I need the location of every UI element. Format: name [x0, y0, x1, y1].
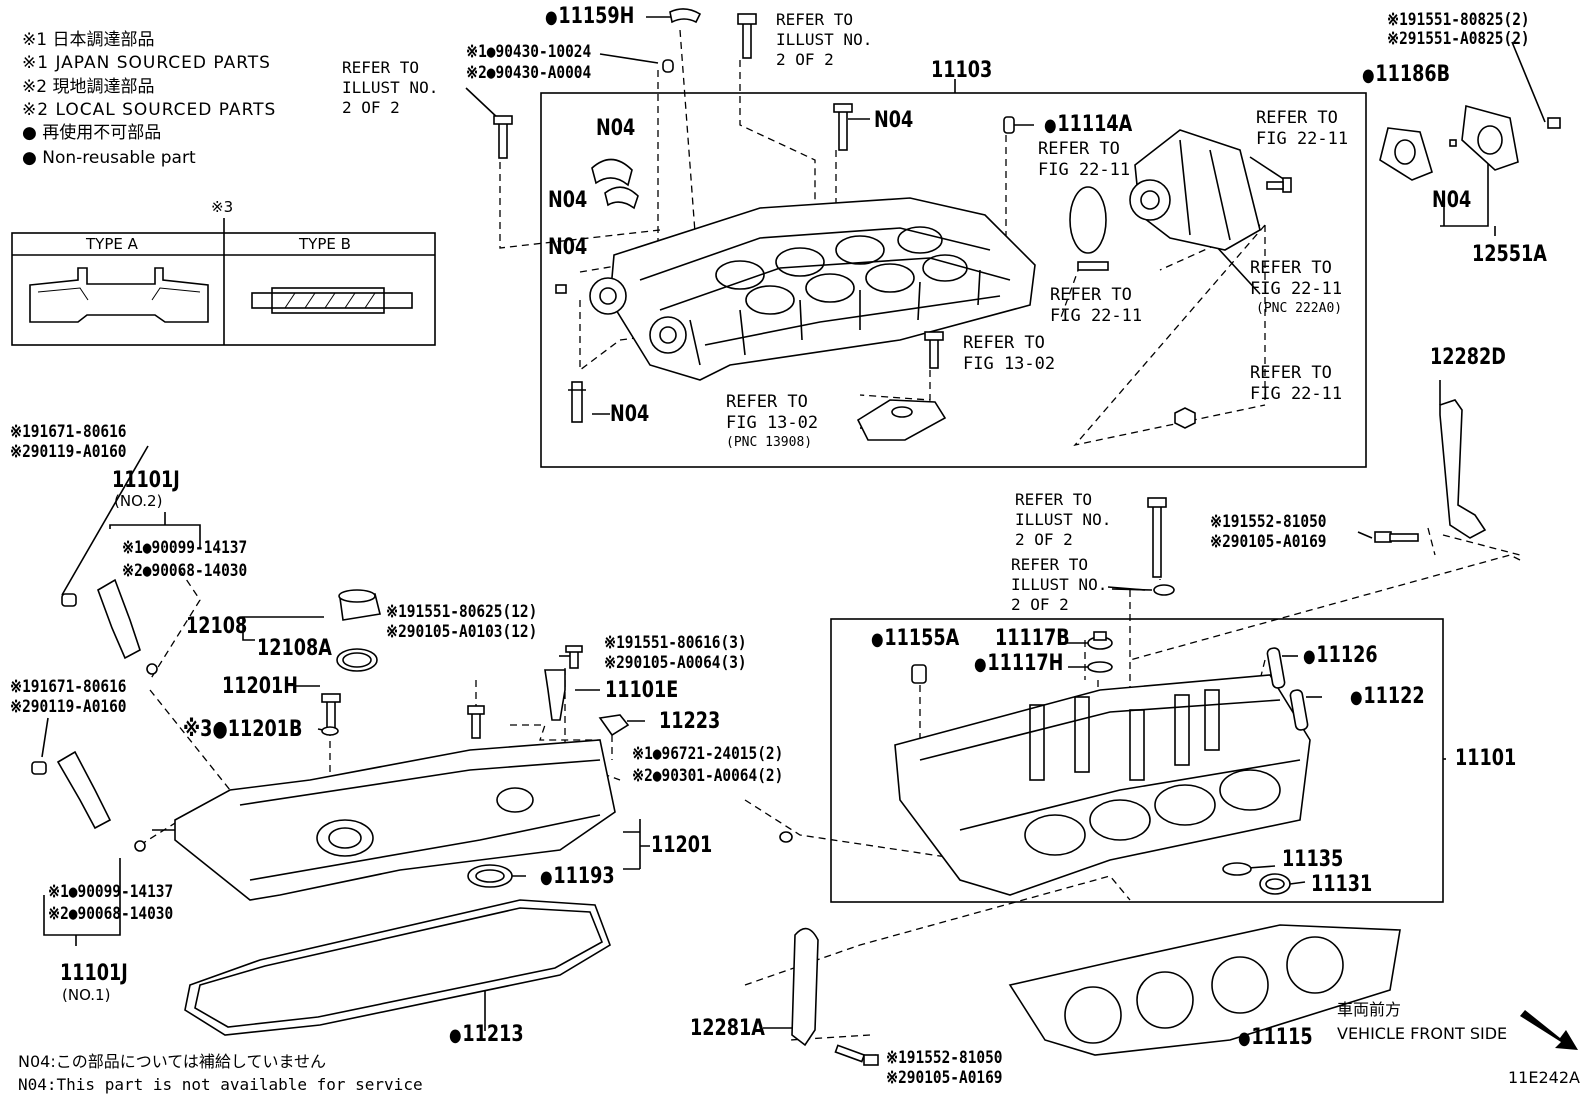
part-12281A[interactable]: 12281A [690, 1016, 765, 1041]
cylinder-head-drawing [791, 399, 1487, 1066]
refer-illust-top: REFER TO ILLUST NO. 2 OF 2 [776, 10, 873, 69]
refer-illust-mid-1: REFER TO ILLUST NO. 2 OF 2 [1015, 490, 1112, 549]
part-90105-A0064[interactable]: ※290105-A0064(3) [604, 653, 747, 673]
n04-label-halfshell-2: N04 [548, 188, 588, 213]
part-91552-81050-a[interactable]: ※191552-81050 [1210, 512, 1327, 532]
type-b-label: TYPE B [299, 235, 351, 253]
part-11114A[interactable]: 11114A [1044, 114, 1132, 136]
part-11159H[interactable]: 11159H [545, 6, 634, 28]
part-11201H[interactable]: 11201H [222, 674, 298, 699]
part-96721-24015[interactable]: ※1●96721-24015(2) [632, 744, 784, 764]
part-91551-A0825[interactable]: ※291551-A0825(2) [1387, 29, 1530, 49]
part-11115[interactable]: 11115 [1238, 1027, 1312, 1049]
part-12282D[interactable]: 12282D [1430, 345, 1506, 370]
part-11186B[interactable]: 11186B [1362, 64, 1450, 86]
part-11201B[interactable]: ※3●11201B [183, 717, 303, 742]
vehicle-front-en: VEHICLE FRONT SIDE [1337, 1024, 1508, 1043]
vehicle-front-arrow-icon [1520, 1010, 1578, 1050]
part-11201[interactable]: 11201 [651, 833, 713, 858]
part-11135[interactable]: 11135 [1282, 847, 1344, 872]
refer-fig-22-11-d: REFER TO FIG 22-11 [1250, 258, 1343, 299]
part-11213[interactable]: 11213 [449, 1024, 523, 1046]
refer-fig-13-02-b: REFER TO FIG 13-02 [726, 392, 819, 433]
part-90430-A0004[interactable]: ※2●90430-A0004 [466, 63, 592, 83]
part-11155A[interactable]: 11155A [871, 628, 959, 650]
part-11103[interactable]: 11103 [931, 58, 993, 83]
part-90099-14137-b[interactable]: ※1●90099-14137 [48, 882, 174, 902]
part-11101[interactable]: 11101 [1455, 746, 1517, 771]
pnc-222a0: (PNC 222A0) [1256, 301, 1343, 316]
part-90068-14030-a[interactable]: ※2●90068-14030 [122, 561, 248, 581]
box-11101 [830, 618, 1444, 903]
part-91671-80616-a[interactable]: ※191671-80616 [10, 422, 127, 442]
footnote-en: N04:This part is not available for servi… [18, 1075, 423, 1094]
part-90105-A0103[interactable]: ※290105-A0103(12) [386, 622, 538, 642]
refer-fig-22-11-a: REFER TO FIG 22-11 [1038, 139, 1131, 180]
part-90099-14137-a[interactable]: ※1●90099-14137 [122, 538, 248, 558]
n04-label-pin: N04 [548, 235, 588, 260]
figure-code: 11E242A [1508, 1068, 1580, 1087]
n04-label-dowel: N04 [610, 402, 650, 427]
part-91551-80625[interactable]: ※191551-80625(12) [386, 602, 538, 622]
no2-label: (NO.2) [114, 492, 163, 510]
pnc-13908: (PNC 13908) [726, 435, 813, 450]
refer-illust-left: REFER TO ILLUST NO. 2 OF 2 [342, 58, 439, 117]
part-90119-A0160-b[interactable]: ※290119-A0160 [10, 697, 127, 717]
part-11101J-no1[interactable]: 11101J [60, 961, 128, 986]
part-11101E[interactable]: 11101E [605, 678, 679, 703]
legend-line-2: ※1 JAPAN SOURCED PARTS [22, 53, 271, 73]
part-11126[interactable]: 11126 [1303, 645, 1377, 667]
cylinder-head-cover-drawing [31, 578, 793, 1036]
legend-line-6: ● Non-reusable part [22, 148, 196, 168]
refer-fig-13-02-a: REFER TO FIG 13-02 [963, 333, 1056, 374]
part-12108A[interactable]: 12108A [257, 636, 332, 661]
part-91552-81050-b[interactable]: ※191552-81050 [886, 1048, 1003, 1068]
vehicle-front-jp: 車両前方 [1337, 1000, 1402, 1019]
refer-fig-22-11-b: REFER TO FIG 22-11 [1256, 108, 1349, 149]
part-90068-14030-b[interactable]: ※2●90068-14030 [48, 904, 174, 924]
part-90301-A0064[interactable]: ※2●90301-A0064(2) [632, 766, 784, 786]
box-11103 [540, 92, 1367, 468]
camshaft-housing-drawing [493, 8, 1561, 441]
n04-label-halfshell: N04 [596, 116, 636, 141]
no1-label: (NO.1) [62, 986, 111, 1004]
legend-line-5: ● 再使用不可部品 [22, 123, 162, 143]
part-12108[interactable]: 12108 [186, 614, 248, 639]
refer-fig-22-11-e: REFER TO FIG 22-11 [1250, 363, 1343, 404]
part-91551-80616[interactable]: ※191551-80616(3) [604, 633, 747, 653]
part-11131[interactable]: 11131 [1311, 872, 1373, 897]
n04-label-pin-right: N04 [1432, 188, 1472, 213]
part-90105-A0169-a[interactable]: ※290105-A0169 [1210, 532, 1327, 552]
part-11193[interactable]: 11193 [540, 866, 614, 888]
part-90119-A0160-a[interactable]: ※290119-A0160 [10, 442, 127, 462]
part-11117B[interactable]: 11117B [995, 626, 1070, 651]
legend-line-1: ※1 日本調達部品 [22, 30, 155, 50]
footnote-jp: N04:この部品については補給していません [18, 1052, 326, 1071]
part-91671-80616-b[interactable]: ※191671-80616 [10, 677, 127, 697]
part-90105-A0169-b[interactable]: ※290105-A0169 [886, 1068, 1003, 1088]
part-91551-80825[interactable]: ※191551-80825(2) [1387, 10, 1530, 30]
type-box-note: ※3 [211, 198, 234, 216]
refer-illust-mid-2: REFER TO ILLUST NO. 2 OF 2 [1011, 555, 1108, 614]
type-a-label: TYPE A [86, 235, 138, 253]
part-90430-10024[interactable]: ※1●90430-10024 [466, 42, 592, 62]
part-11117H[interactable]: 11117H [974, 653, 1063, 675]
part-11122[interactable]: 11122 [1350, 686, 1424, 708]
legend-line-4: ※2 LOCAL SOURCED PARTS [22, 100, 277, 120]
n04-label-bolt: N04 [874, 108, 914, 133]
refer-fig-22-11-c: REFER TO FIG 22-11 [1050, 285, 1143, 326]
part-11101J-no2[interactable]: 11101J [112, 468, 180, 493]
legend-line-3: ※2 現地調達部品 [22, 77, 155, 97]
part-12551A[interactable]: 12551A [1472, 242, 1547, 267]
part-11223[interactable]: 11223 [659, 709, 721, 734]
